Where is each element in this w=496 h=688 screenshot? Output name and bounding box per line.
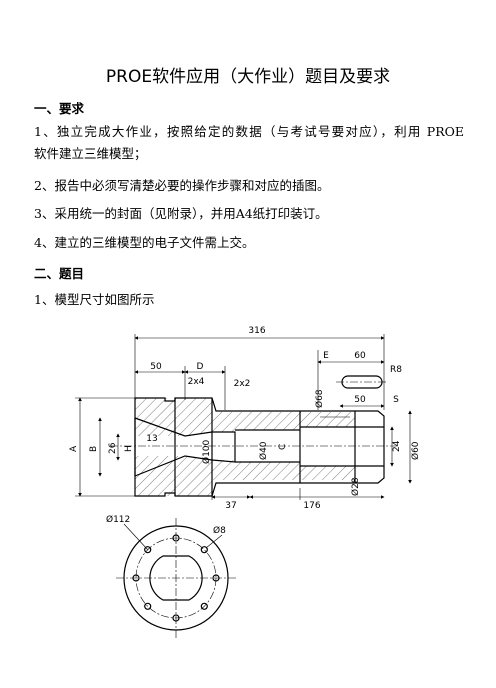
- dim-50-keyway: 50: [354, 395, 366, 405]
- dim-13: 13: [146, 434, 157, 444]
- requirement-1-line-2: 软件建立三维模型；: [34, 146, 147, 161]
- dim-chamfer-2x2: 2x2: [234, 379, 251, 389]
- dim-37: 37: [225, 501, 236, 511]
- dim-chamfer-2x4: 2x4: [188, 377, 205, 387]
- dim-dia8: Ø8: [213, 525, 226, 536]
- requirement-2: 2、报告中必须写清楚必要的操作步骤和对应的插图。: [34, 178, 330, 193]
- dim-A: A: [69, 445, 79, 452]
- dim-total-length: 316: [248, 326, 265, 336]
- dim-24: 24: [392, 440, 402, 452]
- document-title: PROE软件应用（大作业）题目及要求: [105, 67, 391, 87]
- dim-dia112: Ø112: [106, 514, 130, 525]
- section-heading-requirements: 一、要求: [34, 101, 85, 116]
- dim-dia68: Ø68: [314, 389, 325, 408]
- question-1: 1、模型尺寸如图所示: [34, 292, 155, 307]
- dimension-lines: [75, 334, 412, 500]
- dim-26: 26: [108, 442, 118, 454]
- requirement-1-line-1: 1、独立完成大作业，按照给定的数据（与考试号要对应），利用 PROE: [34, 124, 464, 139]
- dim-dia100: Ø100: [201, 439, 212, 464]
- dim-C: C: [278, 444, 288, 450]
- dim-D: D: [197, 362, 204, 372]
- dim-H: H: [124, 445, 134, 452]
- dim-E: E: [323, 351, 329, 361]
- dim-R8: R8: [390, 365, 402, 375]
- dim-dia28: Ø28: [350, 477, 361, 496]
- dim-60: 60: [354, 351, 366, 361]
- dim-dia60: Ø60: [410, 441, 421, 460]
- requirement-4: 4、建立的三维模型的电子文件需上交。: [34, 235, 255, 250]
- flange-end-view: [116, 518, 236, 638]
- dim-B: B: [89, 446, 99, 452]
- requirement-3: 3、采用统一的封面（见附录），并用A4纸打印装订。: [34, 206, 328, 221]
- dim-176: 176: [303, 501, 320, 511]
- keyway-slot: [336, 375, 388, 389]
- shaft-section-view: [110, 397, 400, 497]
- dim-S: S: [393, 395, 399, 405]
- dim-dia40: Ø40: [258, 441, 269, 460]
- section-heading-questions: 二、题目: [34, 266, 85, 281]
- dim-50: 50: [150, 362, 162, 372]
